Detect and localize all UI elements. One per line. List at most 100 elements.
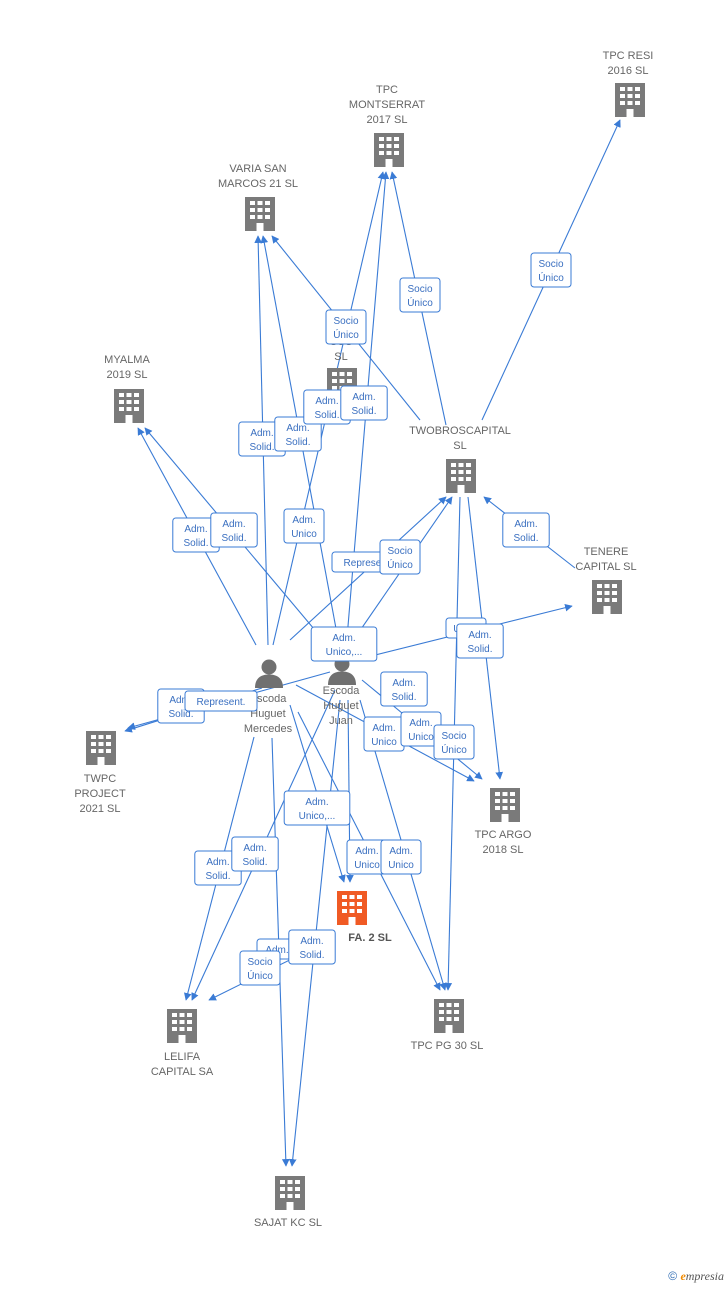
edge-label-box[interactable]: Adm.Solid. [238,421,286,457]
edge-label-box[interactable]: Adm.Unico [400,711,442,747]
node-label: CAPITAL SA [151,1066,214,1078]
edge-label-text: Represent. [344,558,393,569]
edge-label-text: Adm. [292,515,315,526]
edge-labels-layer: SocioÚnicoSocioÚnicoSocioÚnicoAdm.Solid.… [157,252,572,986]
edge-label-text: Unico,... [299,811,336,822]
node-tenere[interactable]: TENERE CAPITAL SL [575,546,637,614]
edge-label-text: Solid. [221,533,246,544]
node-label: Escoda [250,693,288,705]
edge-label-text: Adm. [243,843,266,854]
building-icon [275,1176,305,1210]
node-label: 2019 SL [107,369,148,381]
node-label: Juan [329,715,353,727]
node-label: Escoda [323,685,361,697]
brand-logo: empresia [680,1269,724,1283]
edge-label-box[interactable]: Adm.Solid. [194,850,242,886]
edge-label-text: Adm. [250,428,273,439]
edge-label-text: Adm. [169,695,192,706]
node-lifa[interactable]: FA. 2 SL [337,891,392,944]
node-label: PROJECT [74,788,126,800]
node-label: CAPITAL SL [575,561,636,573]
edge-label-box[interactable]: Adm.Unico,... [310,626,378,662]
node-label: 2018 SL [483,844,524,856]
edge-label-text: Unico [354,860,380,871]
edge-label-text: Adm. [184,524,207,535]
edge-label-text: Socio [538,259,563,270]
node-label: Huguet [323,700,358,712]
building-icon [434,999,464,1033]
edge-label-box[interactable]: Adm.Unico [363,716,405,752]
node-label: SL [453,440,466,452]
building-icon [446,459,476,493]
edge-label-box[interactable]: Adm.Unico [380,839,422,875]
edge-label-text: Adm. [372,723,395,734]
edge-label-box[interactable]: Adm.Solid. [502,512,550,548]
edge-label-text: Solid. [285,437,310,448]
edge-label-box[interactable]: Adm. Solid. [210,512,258,548]
node-myalma[interactable]: MYALMA 2019 SL [104,354,150,423]
edge-label-text: Socio [441,731,466,742]
edge-label-text: Solid. [168,709,193,720]
node-label: MYALMA [104,354,150,366]
node-label: FA. 2 SL [348,932,392,944]
edge-label-box[interactable]: Adm. Solid. [303,389,351,425]
building-icon [615,83,645,117]
edge-label-text: Unico [408,732,434,743]
edge-label-text: Socio [407,284,432,295]
edge-label-box[interactable]: Adm.Solid. [340,385,388,421]
node-label: 2017 SL [367,114,408,126]
edge-label-text: Adm. [305,797,328,808]
edge-label-text: Adm. [468,630,491,641]
building-icon [337,891,367,925]
node-sajat[interactable]: SAJAT KC SL [254,1176,322,1229]
copyright-icon: © [668,1269,678,1283]
edge-label-text: Adm. [315,396,338,407]
node-label: 2021 SL [80,803,121,815]
edge-label-box[interactable]: Adm.Solid. [380,671,428,707]
edge-label-text: Solid. [299,950,324,961]
copyright-brand[interactable]: © empresia [668,1269,724,1284]
edge-label-text: Solid. [314,410,339,421]
edge-label-text: Unico,... [326,647,363,658]
node-label: TENERE [584,546,629,558]
edge-label-box[interactable]: Represent. [184,690,258,712]
edge-label-text: Adm. [222,519,245,530]
edge-label-box[interactable]: Adm. Unico,... [283,790,351,826]
edge-label-text: Adm. [392,678,415,689]
node-tpcpg[interactable]: TPC PG 30 SL [411,999,484,1052]
edge-label-text: Adm. [286,423,309,434]
edge-label-text: Único [441,743,467,756]
edge-label-text: Adm. [389,846,412,857]
building-icon [86,731,116,765]
node-tpcresi[interactable]: TPC RESI 2016 SL [603,50,654,117]
node-label: 2016 SL [608,65,649,77]
edge-label-text: Único [333,328,359,341]
building-icon [374,133,404,167]
edge-label-text: Represent. [197,697,246,708]
edge-label-box[interactable]: Adm. Solid. [274,416,322,452]
node-label: MARCOS 21 SL [218,178,298,190]
node-label: TPC RESI [603,50,654,62]
edge-label-box[interactable]: Adm.Solid. [288,929,336,965]
edge-label-text: Único [247,969,273,982]
edge-label-text: Único [387,558,413,571]
node-label: Huguet [250,708,285,720]
edge-label-box[interactable]: Adm.Unico [283,508,325,544]
edge-label-text: Adm. [206,857,229,868]
edge-label-box[interactable]: Adm.Solid. [456,623,504,659]
edge-label-box[interactable]: Adm.Solid. [231,836,279,872]
